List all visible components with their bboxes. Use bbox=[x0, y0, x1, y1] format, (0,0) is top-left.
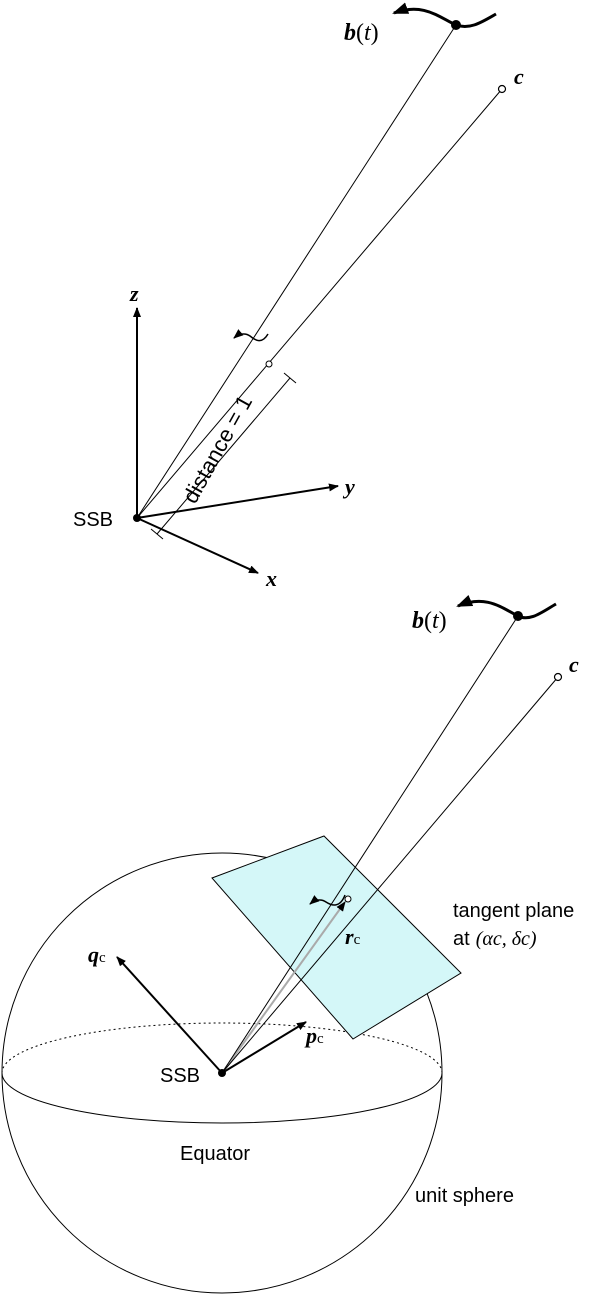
b-label-bottom: b(t) bbox=[412, 608, 447, 634]
b-projected-trajectory bbox=[233, 329, 269, 342]
r-label: rc bbox=[345, 924, 361, 949]
z-label: z bbox=[129, 281, 139, 306]
distance-label: distance = 1 bbox=[178, 391, 258, 507]
p-label: pc bbox=[304, 1023, 324, 1048]
tangent-plane-label-line1: tangent plane bbox=[453, 900, 574, 922]
c-label: c bbox=[514, 64, 524, 89]
line-to-b bbox=[136, 24, 457, 519]
x-axis bbox=[136, 517, 259, 574]
q-vector bbox=[116, 956, 223, 1074]
p-vector bbox=[221, 1021, 307, 1074]
q-label: qc bbox=[88, 942, 106, 967]
equator-back bbox=[1, 1022, 443, 1074]
ssb-label: SSB bbox=[73, 509, 113, 531]
c-point-bottom bbox=[553, 672, 563, 682]
equator-label: Equator bbox=[180, 1143, 250, 1165]
line-to-c bbox=[136, 88, 503, 519]
y-label: y bbox=[342, 474, 355, 499]
b-label: b(t) bbox=[344, 20, 379, 46]
c-point bbox=[497, 84, 507, 94]
equator-front bbox=[1, 1072, 443, 1124]
distance-tick-end bbox=[283, 372, 297, 384]
c-projected-point bbox=[265, 360, 273, 368]
c-label-bottom: c bbox=[569, 652, 579, 677]
line-to-c-bottom bbox=[221, 676, 559, 1074]
ssb-label-bottom: SSB bbox=[160, 1065, 200, 1087]
r-vector bbox=[221, 901, 346, 1074]
line-to-b-bottom bbox=[221, 615, 519, 1074]
b-trajectory bbox=[392, 2, 497, 29]
b-point bbox=[451, 20, 461, 30]
b-projected-trajectory-bottom bbox=[309, 894, 346, 906]
x-label: x bbox=[265, 566, 277, 591]
distance-tick-start bbox=[150, 528, 164, 540]
b-trajectory-bottom bbox=[456, 594, 557, 620]
b-point-bottom bbox=[513, 611, 523, 621]
distance-bar bbox=[156, 377, 291, 535]
ssb-origin-bottom bbox=[218, 1069, 226, 1077]
top-diagram: distance = 1 z y x SSB b(t) c bbox=[73, 2, 524, 591]
c-projected-point-bottom bbox=[344, 895, 352, 903]
bottom-diagram: b(t) c qc pc rc SSB tangent plane at(αc,… bbox=[1, 594, 579, 1294]
y-axis bbox=[136, 483, 339, 519]
ssb-origin bbox=[133, 514, 141, 522]
unit-sphere-label: unit sphere bbox=[415, 1185, 514, 1207]
tangent-plane-label-line2: at(αc, δc) bbox=[453, 928, 537, 950]
